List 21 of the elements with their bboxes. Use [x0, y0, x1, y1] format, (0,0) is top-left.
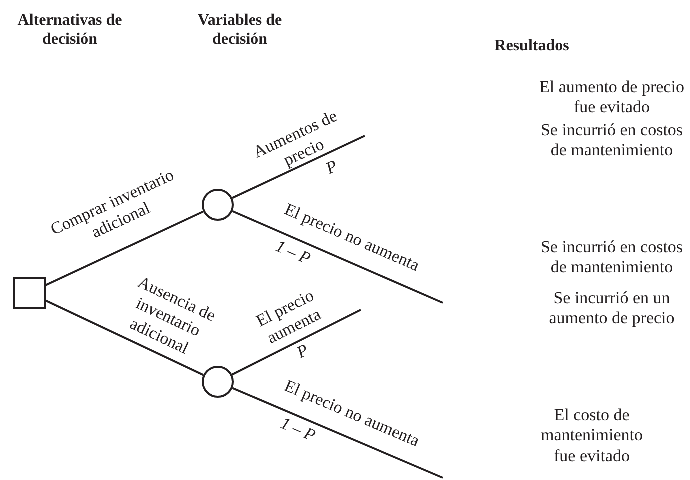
outcome-text: El costo de mantenimiento fue evitado [540, 405, 644, 467]
branch-line [232, 387, 444, 479]
probability-label: P [322, 156, 342, 180]
probability-label: 1 – P [272, 236, 314, 270]
outcome-text: Se incurrió en un aumento de precio [548, 288, 676, 330]
branch-line [232, 210, 444, 304]
chance-circle [202, 189, 234, 221]
outcome-text: Se incurrió en costos de mantenimiento [540, 238, 684, 278]
probability-label: P [294, 340, 312, 364]
branch-line [46, 210, 204, 286]
outcome-text: El aumento de precio fue evitado [538, 78, 686, 118]
branch-line [46, 300, 204, 376]
outcome-text: Se incurrió en costos de mantenimiento [540, 120, 684, 162]
decision-square [13, 277, 46, 309]
column-heading: Resultados [494, 36, 570, 56]
probability-label: 1 – P [277, 414, 320, 448]
chance-circle [202, 366, 234, 398]
column-heading: Alternativas de decisión [16, 10, 124, 50]
branch-line [232, 135, 366, 200]
branch-line [232, 309, 362, 376]
column-heading: Variables de decisión [196, 10, 284, 50]
